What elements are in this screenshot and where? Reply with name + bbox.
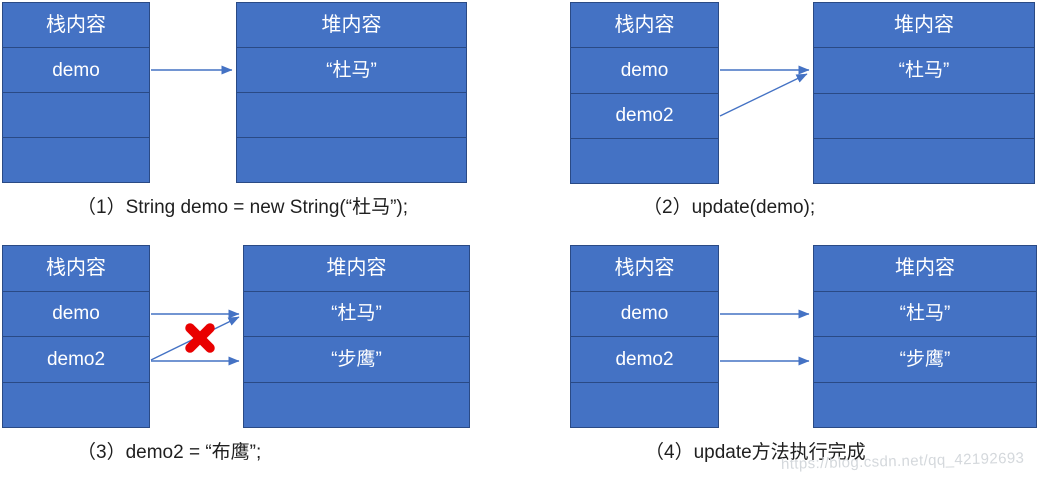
heap-header-cell: 堆内容 <box>326 257 387 280</box>
reference-arrow <box>719 73 808 117</box>
heap-cell: “步鹰” <box>814 336 1036 382</box>
stack-table-3: 栈内容 demo demo2 <box>2 245 150 428</box>
stack-table-4: 栈内容 demo demo2 <box>570 245 719 428</box>
stack-table-1: 栈内容 demo <box>2 2 150 183</box>
heap-table-4: 堆内容 “杜马” “步鹰” <box>813 245 1037 428</box>
stack-cell <box>571 381 718 428</box>
caption-step-2: （2）update(demo); <box>643 197 816 218</box>
stack-cell: demo <box>571 290 718 337</box>
heap-cell: “杜马” <box>237 47 466 92</box>
stack-header-cell: 栈内容 <box>46 14 106 36</box>
heap-table-1: 堆内容 “杜马” <box>236 2 467 183</box>
caption-step-4: （4）update方法执行完成 <box>645 442 866 463</box>
caption-step-1: （1）String demo = new String(“杜马”); <box>77 197 409 218</box>
invalid-cross-icon <box>185 323 215 353</box>
stack-cell <box>3 92 149 137</box>
heap-cell <box>814 381 1036 428</box>
stack-cell: demo2 <box>571 336 718 382</box>
heap-cell <box>814 92 1034 138</box>
heap-table-3: 堆内容 “杜马” “步鹰” <box>243 245 470 428</box>
stack-cell: demo <box>3 47 149 92</box>
heap-cell <box>237 137 466 182</box>
stack-cell: demo <box>3 290 149 337</box>
stack-cell <box>3 137 149 182</box>
heap-cell: “杜马” <box>814 290 1036 337</box>
heap-table-2: 堆内容 “杜马” <box>813 2 1035 184</box>
stack-header-cell: 栈内容 <box>614 257 675 280</box>
caption-step-3: （3）demo2 = “布鹰”; <box>77 442 262 463</box>
heap-cell <box>814 137 1034 183</box>
stack-cell <box>571 137 718 183</box>
heap-cell: “杜马” <box>814 47 1034 92</box>
heap-cell: “步鹰” <box>244 336 469 382</box>
stack-table-2: 栈内容 demo demo2 <box>570 2 719 184</box>
stack-header-cell: 栈内容 <box>46 257 106 280</box>
stack-header-cell: 栈内容 <box>614 14 675 37</box>
heap-cell <box>237 92 466 137</box>
stack-cell: demo2 <box>3 336 149 382</box>
stack-cell <box>3 381 149 428</box>
heap-header-cell: 堆内容 <box>894 14 954 37</box>
reference-arrow <box>150 316 240 361</box>
stack-cell: demo <box>571 47 718 92</box>
heap-cell <box>244 381 469 428</box>
heap-header-cell: 堆内容 <box>895 257 955 280</box>
stack-cell: demo2 <box>571 92 718 138</box>
invalid-cross-icon <box>185 323 215 353</box>
heap-header-cell: 堆内容 <box>321 14 382 36</box>
heap-cell: “杜马” <box>244 290 469 337</box>
